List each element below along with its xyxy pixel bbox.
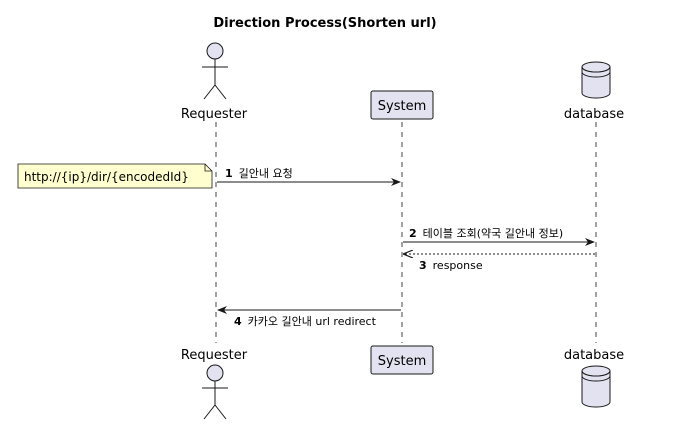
participant-system-box-bottom [370, 345, 434, 375]
participant-system-label-bottom: System [378, 354, 426, 369]
note-text: http://{ip}/dir/{encodedId} [24, 170, 189, 184]
message-4: 4 카카오 길안내 url redirect [217, 306, 401, 328]
message-2: 2 테이블 조회(약국 길안내 정보) [403, 226, 595, 246]
message-2-text: 테이블 조회(약국 길안내 정보) [423, 226, 564, 240]
participant-requester-label-top: Requester [181, 107, 248, 122]
message-2-number: 2 [409, 227, 417, 240]
participant-requester-label-bottom: Requester [181, 348, 248, 363]
database-icon-bottom [581, 365, 611, 408]
message-1-text: 길안내 요청 [239, 167, 293, 180]
actor-icon-top [202, 42, 228, 100]
participant-system-box-top [370, 90, 434, 120]
note: http://{ip}/dir/{encodedId} [17, 163, 213, 189]
database-icon-top [581, 61, 611, 99]
participant-database-label-top: database [564, 107, 624, 122]
message-3: 3 response [404, 254, 595, 272]
message-4-text: 카카오 길안내 url redirect [248, 315, 377, 328]
participant-system-label-top: System [378, 99, 426, 114]
actor-icon-bottom [202, 364, 228, 420]
message-4-number: 4 [234, 315, 242, 328]
message-3-text: response [433, 259, 483, 272]
message-1: 1 길안내 요청 [217, 167, 401, 186]
diagram-title: Direction Process(Shorten url) [213, 16, 436, 31]
participant-database-label-bottom: database [564, 348, 624, 363]
message-1-number: 1 [225, 167, 233, 180]
message-3-number: 3 [419, 259, 427, 272]
